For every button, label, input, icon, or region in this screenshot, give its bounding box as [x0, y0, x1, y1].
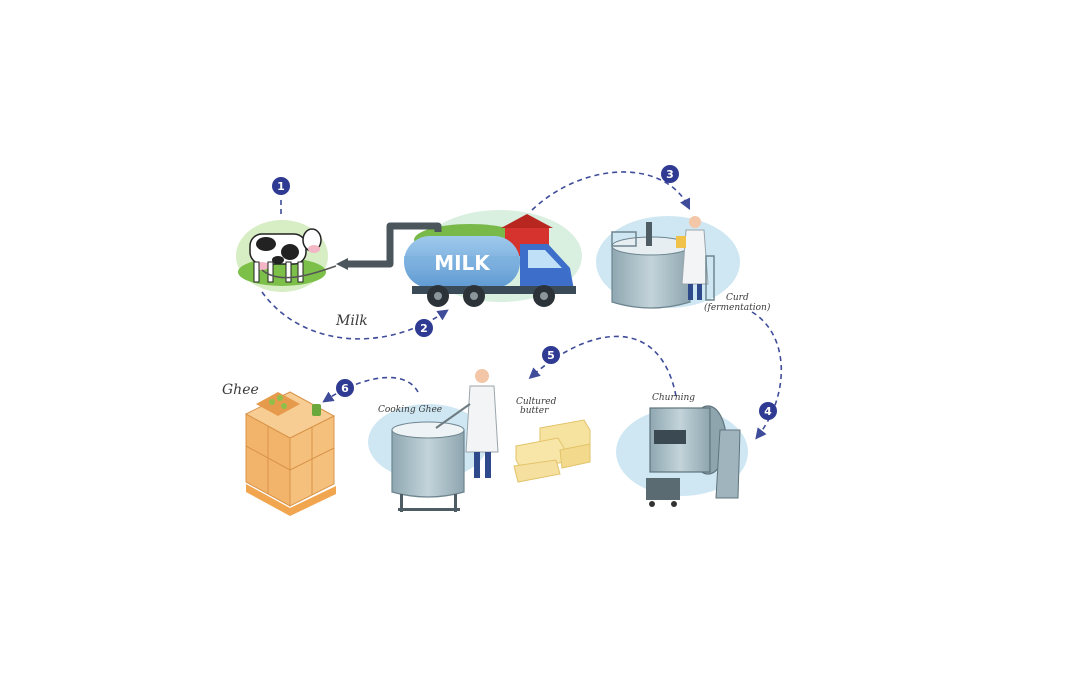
worker-leg: [474, 452, 480, 478]
cow-illustration: [236, 220, 337, 292]
truck-wheel-hub: [470, 292, 478, 300]
tank-band: [404, 256, 520, 264]
worker-leg: [697, 284, 702, 300]
step-badge-2: 2: [415, 319, 433, 337]
butter-blocks-illustration: [513, 419, 591, 483]
cow-leg: [285, 261, 292, 283]
label-curd: Curd: [726, 293, 749, 303]
truck-label: MILK: [434, 251, 491, 275]
hose-pipe: [348, 222, 442, 268]
label-cooking-ghee: Cooking Ghee: [378, 405, 442, 415]
step-number: 6: [341, 382, 349, 395]
milking-hose: [261, 265, 337, 279]
ghee-jar: [269, 399, 275, 405]
cow-leg: [267, 261, 274, 283]
step-badge-6: 6: [336, 379, 354, 397]
butter-block: [559, 443, 591, 469]
truck-chassis: [412, 286, 576, 294]
worker-leg: [688, 284, 693, 300]
step-number: 3: [666, 168, 674, 181]
stirring-paddle: [435, 403, 471, 429]
step-number: 2: [420, 322, 428, 335]
butter-cart: [646, 478, 680, 500]
cooking-worker: [435, 369, 499, 478]
churning-station-illustration: [616, 405, 748, 507]
ghee-jar-sample: [312, 404, 321, 416]
worker-coat: [681, 229, 709, 285]
step-badge-3: 3: [661, 165, 679, 183]
ghee-pallet-illustration: [244, 391, 336, 516]
step-badge-1: 1: [272, 177, 290, 195]
label-milk: Milk: [335, 313, 368, 329]
connector-truck-to-curd: [531, 171, 691, 211]
pallet: [246, 484, 336, 516]
vat-leg: [400, 494, 403, 512]
truck-wheel-hub: [434, 292, 442, 300]
mixer-shaft: [646, 222, 652, 246]
cart-wheel: [649, 501, 655, 507]
cab-window: [528, 250, 562, 268]
tank-railing: [611, 231, 637, 247]
label-ghee: Ghee: [222, 382, 259, 398]
milk-truck-illustration: MILK: [336, 210, 582, 307]
worker-head: [689, 216, 701, 228]
butter-block: [513, 459, 561, 483]
worker-coat: [465, 385, 499, 453]
side-railing: [705, 255, 715, 301]
worker-clipboard: [676, 236, 686, 248]
step-number: 1: [277, 180, 285, 193]
step-badge-4: 4: [759, 402, 777, 420]
label-fermentation: (fermentation): [704, 302, 771, 313]
cow-leg: [297, 261, 304, 283]
cow-snout: [308, 245, 320, 253]
cow-spot: [281, 244, 299, 260]
curd-worker: [676, 216, 709, 300]
ghee-jar: [277, 395, 283, 401]
worker-head: [475, 369, 489, 383]
stage-labels: Milk Curd (fermentation) Churning Cultur…: [222, 293, 771, 416]
step-number: 4: [764, 405, 772, 418]
fermentation-tank: [611, 245, 691, 309]
truck-wheel-hub: [540, 292, 548, 300]
cart-wheel: [671, 501, 677, 507]
vat-leg: [454, 494, 457, 512]
hose-nozzle: [336, 258, 348, 270]
connector-curd-to-churning: [751, 311, 783, 440]
churn-door: [654, 430, 686, 444]
step-badges: 1 2 3 4 5 6: [272, 165, 777, 420]
label-cultured: Cultured: [516, 397, 557, 407]
step-number: 5: [547, 349, 555, 362]
connector-churning-to-butter: [528, 335, 677, 397]
label-churning: Churning: [652, 393, 695, 403]
vat-base: [398, 508, 460, 511]
open-box: [256, 392, 300, 416]
cow-leg: [253, 261, 260, 283]
cooking-station-illustration: [368, 369, 499, 512]
curd-station-illustration: [596, 216, 740, 309]
vat-rim: [391, 421, 465, 439]
cooking-vat: [391, 429, 465, 498]
step-badge-5: 5: [542, 346, 560, 364]
ghee-jar: [281, 403, 287, 409]
cow-spot: [272, 256, 284, 264]
label-butter: butter: [520, 406, 549, 416]
cow-spot: [256, 237, 276, 251]
churn-stand: [715, 429, 741, 499]
barn-roof: [501, 214, 553, 228]
worker-leg: [485, 452, 491, 478]
